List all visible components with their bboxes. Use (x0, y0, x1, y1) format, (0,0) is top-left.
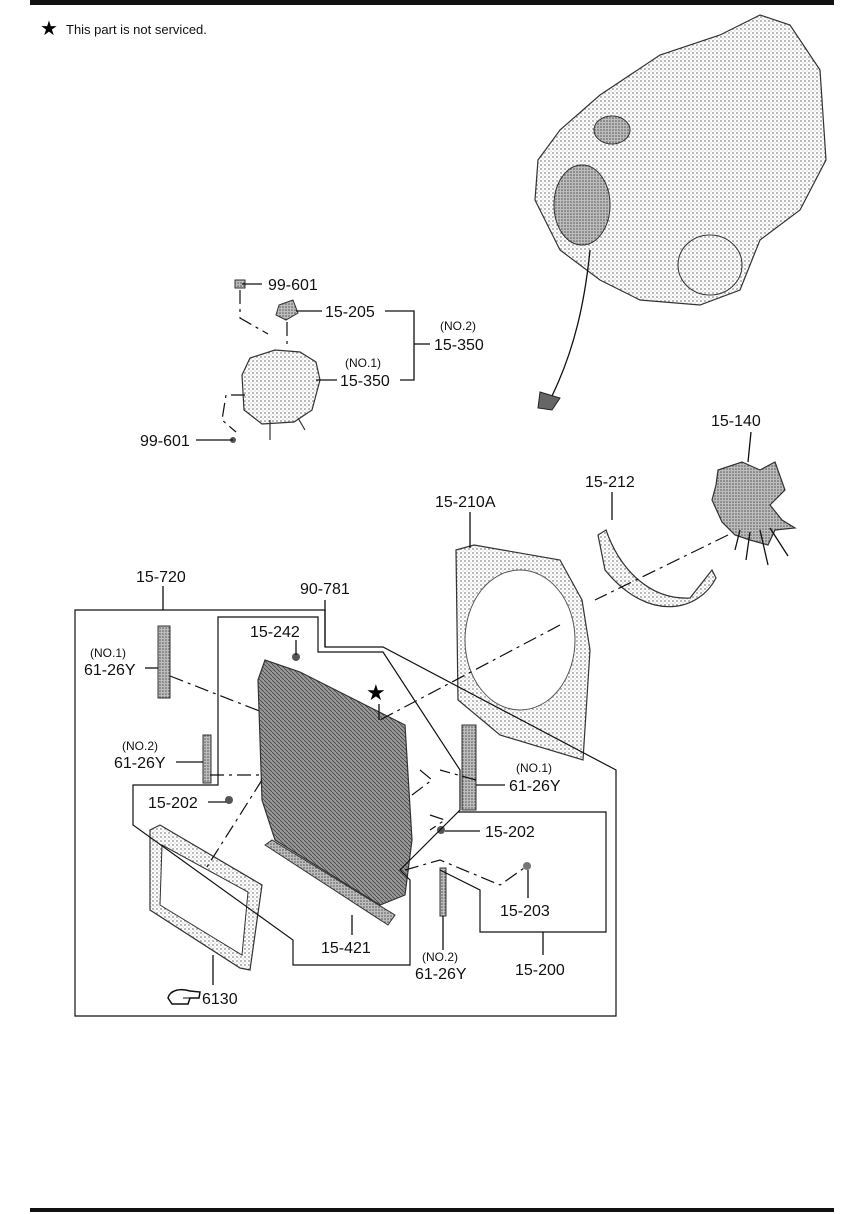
label-61-26y-left-no1[interactable]: 61-26Y (84, 662, 136, 679)
label-61-26y-left-no2[interactable]: 61-26Y (114, 755, 166, 772)
pointing-hand-icon (167, 988, 201, 1005)
label-15-350-no1-sub: (NO.1) (345, 356, 381, 370)
label-61-26y-left-no1-sub: (NO.1) (90, 646, 126, 660)
label-15-202-left[interactable]: 15-202 (148, 795, 198, 812)
label-15-202-right[interactable]: 15-202 (485, 824, 535, 841)
label-61-26y-right-no1[interactable]: 61-26Y (509, 778, 561, 795)
label-15-200[interactable]: 15-200 (515, 962, 565, 979)
upper-hose (597, 529, 717, 608)
group-box-90-781 (132, 616, 461, 966)
engine-illustration (534, 14, 827, 411)
label-15-205[interactable]: 15-205 (325, 304, 375, 321)
top-rule (30, 0, 834, 5)
label-61-26y-bottom-no2[interactable]: 61-26Y (415, 966, 467, 983)
coolant-reservoir (221, 279, 321, 443)
leader-lines (145, 283, 752, 985)
cooling-fan (711, 461, 797, 566)
not-serviced-note: ★ This part is not serviced. (40, 18, 207, 40)
seal-bottom-no2 (439, 867, 447, 917)
assembly-axis-lines (169, 534, 729, 886)
label-61-26y-right-no1-sub: (NO.1) (516, 761, 552, 775)
note-text: This part is not serviced. (66, 22, 207, 37)
label-15-140[interactable]: 15-140 (711, 413, 761, 430)
label-15-242[interactable]: 15-242 (250, 624, 300, 641)
label-6130[interactable]: 6130 (202, 991, 238, 1008)
label-61-26y-left-no2-sub: (NO.2) (122, 739, 158, 753)
label-99-601-top[interactable]: 99-601 (268, 277, 318, 294)
label-15-350-no2-sub: (NO.2) (440, 319, 476, 333)
bottom-rule (30, 1208, 834, 1212)
condenser (149, 824, 263, 971)
label-15-720[interactable]: 15-720 (136, 569, 186, 586)
seal-bottom-15-421 (264, 839, 396, 926)
seal-right-no1 (461, 724, 477, 811)
label-15-421[interactable]: 15-421 (321, 940, 371, 957)
seal-left-no1 (157, 625, 171, 699)
star-icon: ★ (40, 18, 58, 40)
label-15-350-no1[interactable]: 15-350 (340, 373, 390, 390)
label-15-350-no2[interactable]: 15-350 (434, 337, 484, 354)
radiator (257, 659, 413, 906)
part-labels: 99-601 15-205 (NO.2) 15-350 (NO.1) 15-35… (84, 277, 761, 1008)
label-61-26y-bottom-no2-sub: (NO.2) (422, 950, 458, 964)
label-15-203[interactable]: 15-203 (500, 903, 550, 920)
label-15-212[interactable]: 15-212 (585, 474, 635, 491)
label-90-781[interactable]: 90-781 (300, 581, 350, 598)
seal-left-no2 (202, 734, 212, 784)
star-icon: ★ (366, 680, 386, 705)
label-15-210a[interactable]: 15-210A (435, 494, 496, 511)
label-99-601-bottom[interactable]: 99-601 (140, 433, 190, 450)
